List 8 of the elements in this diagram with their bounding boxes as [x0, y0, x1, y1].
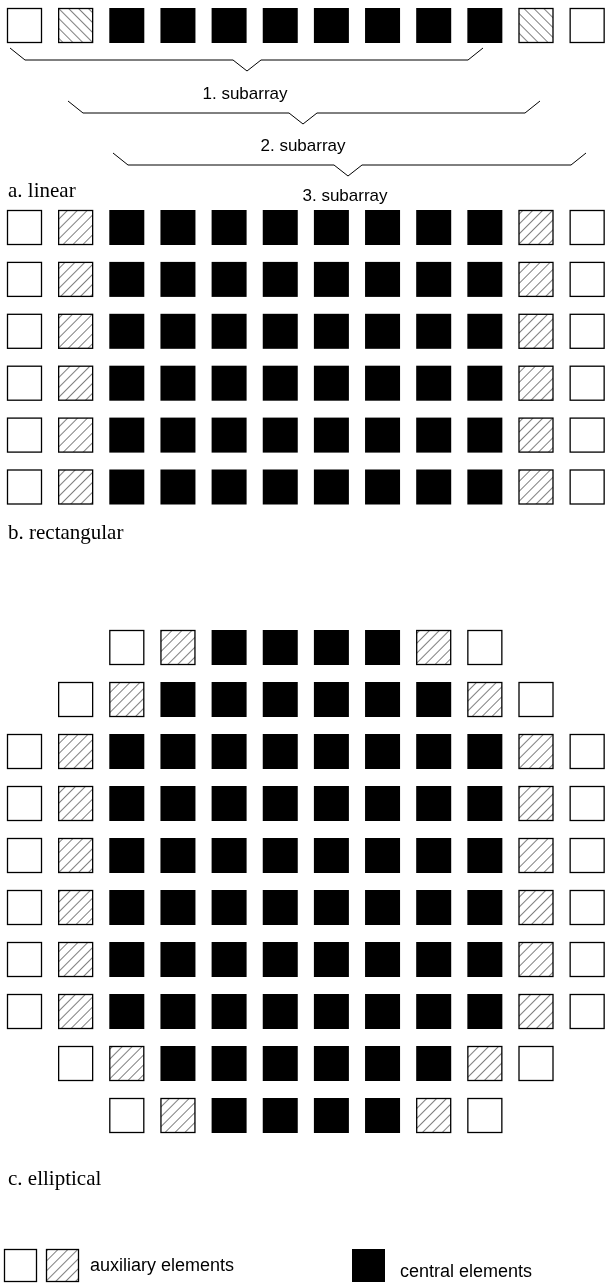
panel-label: c. elliptical	[8, 1168, 102, 1189]
subarray-label: 3. subarray	[302, 187, 388, 204]
legend-label: auxiliary elements	[90, 1256, 235, 1274]
subarray-label: 1. subarray	[202, 85, 288, 102]
panel-label: a. linear	[8, 180, 76, 201]
legend-label: central elements	[400, 1262, 533, 1280]
subarray-label: 2. subarray	[260, 137, 346, 154]
panel-label: b. rectangular	[8, 522, 124, 543]
